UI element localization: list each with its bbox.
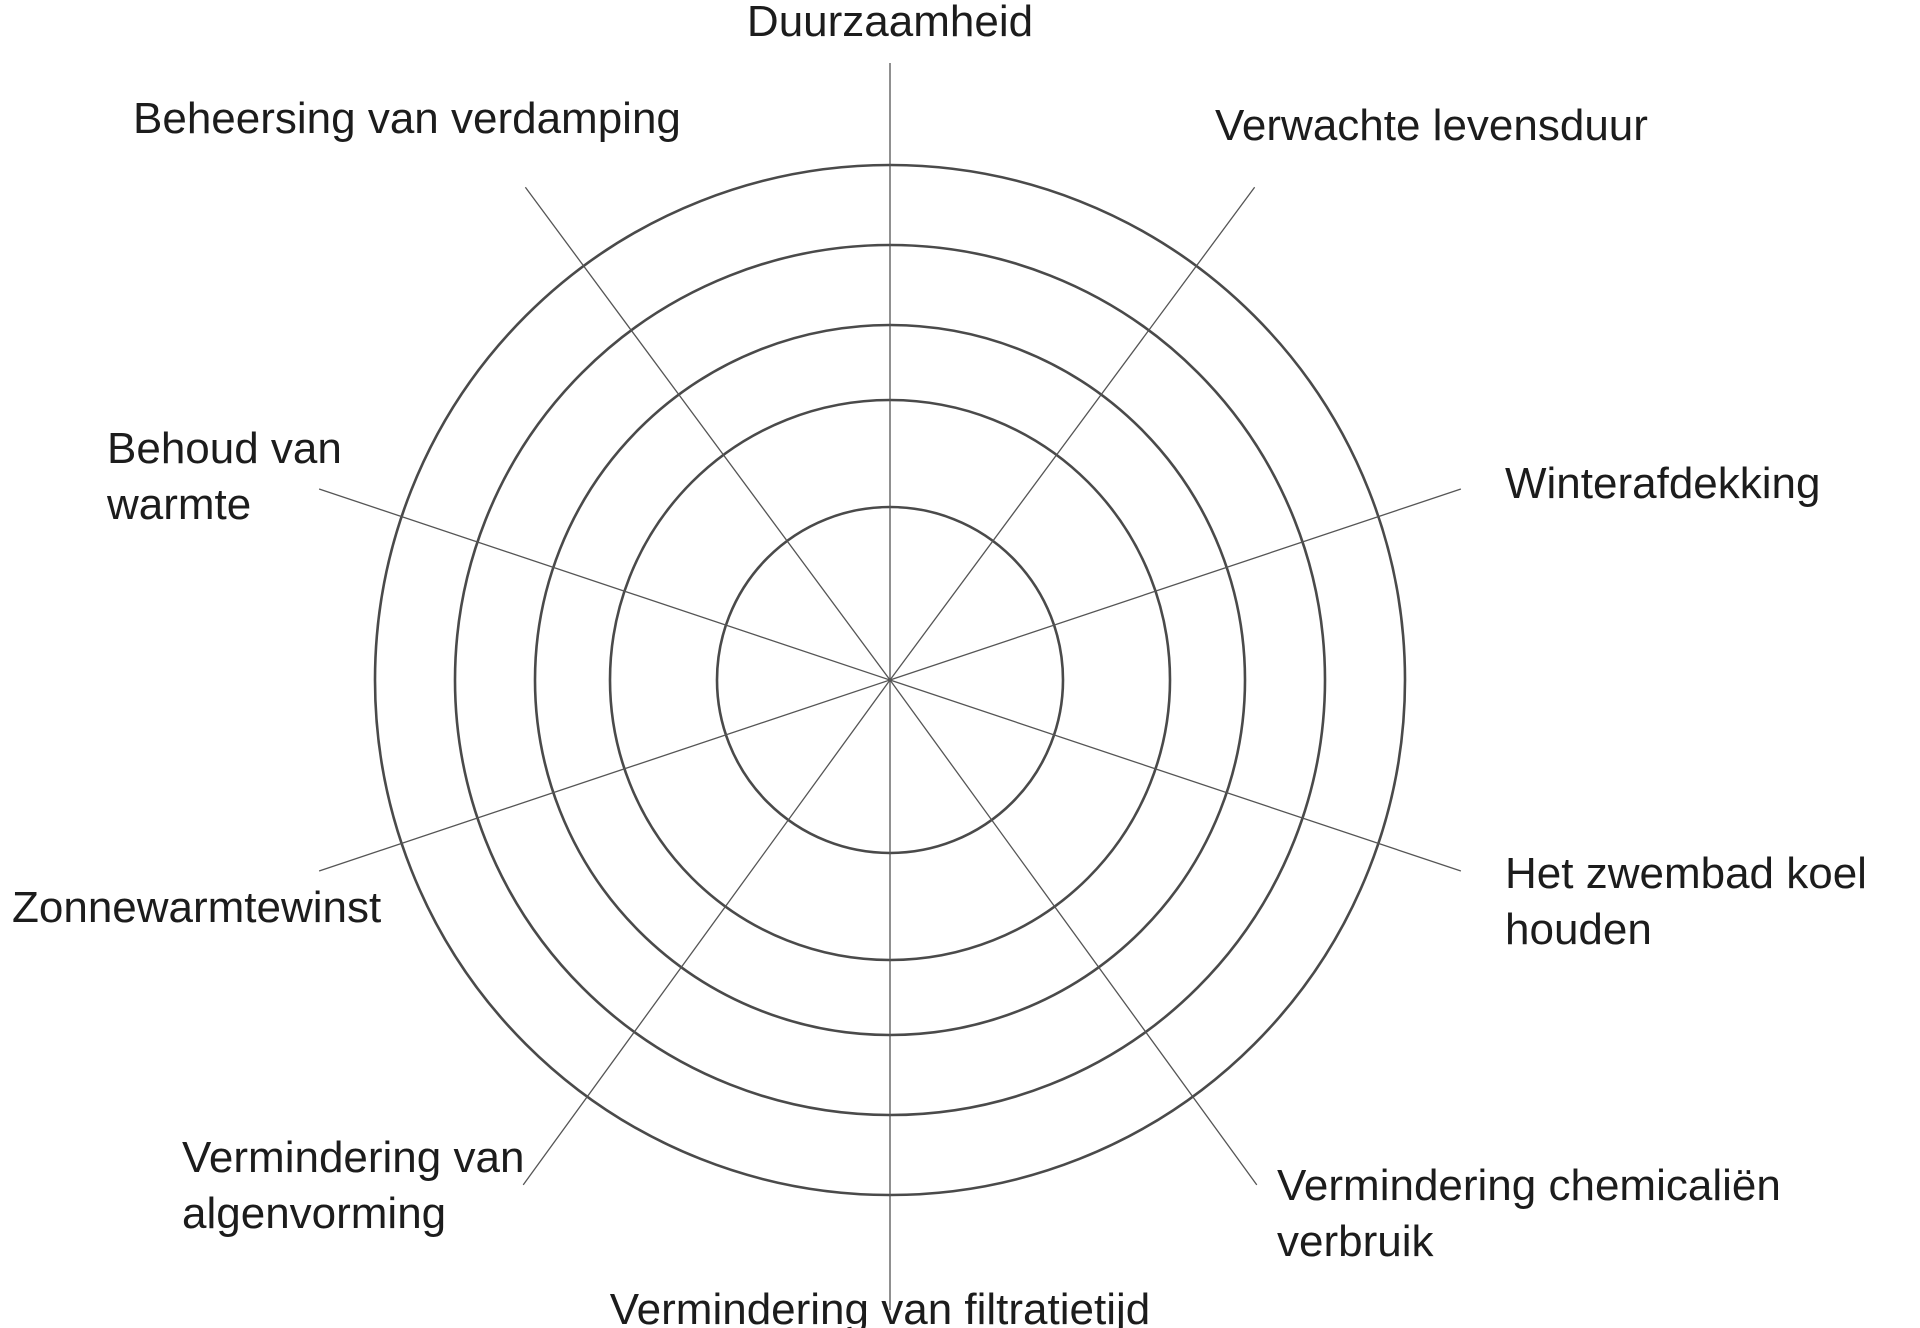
radar-spokes xyxy=(318,63,1462,1310)
axis-label-10: Beheersing van verdamping xyxy=(133,94,681,143)
axis-spoke-9 xyxy=(318,488,891,681)
axis-label-line: Vermindering chemicaliën xyxy=(1277,1161,1781,1210)
axis-label-1: Duurzaamheid xyxy=(747,0,1033,46)
axis-label-line: Vermindering van xyxy=(182,1133,524,1182)
axis-spoke-4 xyxy=(889,679,1462,872)
axis-label-line: Zonnewarmtewinst xyxy=(12,883,381,932)
axis-label-line: Vermindering van filtratietijd xyxy=(610,1285,1150,1328)
axis-spoke-5 xyxy=(889,679,1258,1186)
axis-label-9: Behoud van warmte xyxy=(106,424,342,529)
axis-label-3: Winterafdekking xyxy=(1505,459,1820,508)
axis-label-line: warmte xyxy=(106,480,251,529)
axis-spoke-7 xyxy=(522,679,891,1186)
axis-label-line: verbruik xyxy=(1277,1217,1434,1266)
axis-label-line: Het zwembad koel xyxy=(1505,849,1867,898)
axis-label-line: Beheersing van verdamping xyxy=(133,94,681,143)
axis-label-line: algenvorming xyxy=(182,1189,446,1238)
axis-label-7: Vermindering van algenvorming xyxy=(182,1133,524,1238)
axis-spoke-3 xyxy=(889,488,1462,681)
axis-spoke-2 xyxy=(889,186,1256,681)
axis-label-8: Zonnewarmtewinst xyxy=(12,883,381,932)
axis-label-2: Verwachte levensduur xyxy=(1215,101,1648,150)
axis-label-line: Verwachte levensduur xyxy=(1215,101,1648,150)
axis-label-4: Het zwembad koel houden xyxy=(1505,849,1867,954)
axis-label-6: Vermindering van filtratietijd xyxy=(610,1285,1150,1328)
axis-label-line: houden xyxy=(1505,905,1652,954)
axis-label-line: Winterafdekking xyxy=(1505,459,1820,508)
axis-spoke-10 xyxy=(524,186,891,681)
axis-label-5: Vermindering chemicaliën verbruik xyxy=(1277,1161,1781,1266)
axis-label-line: Behoud van xyxy=(107,424,342,473)
axis-spoke-8 xyxy=(318,679,891,872)
axis-label-line: Duurzaamheid xyxy=(747,0,1033,46)
